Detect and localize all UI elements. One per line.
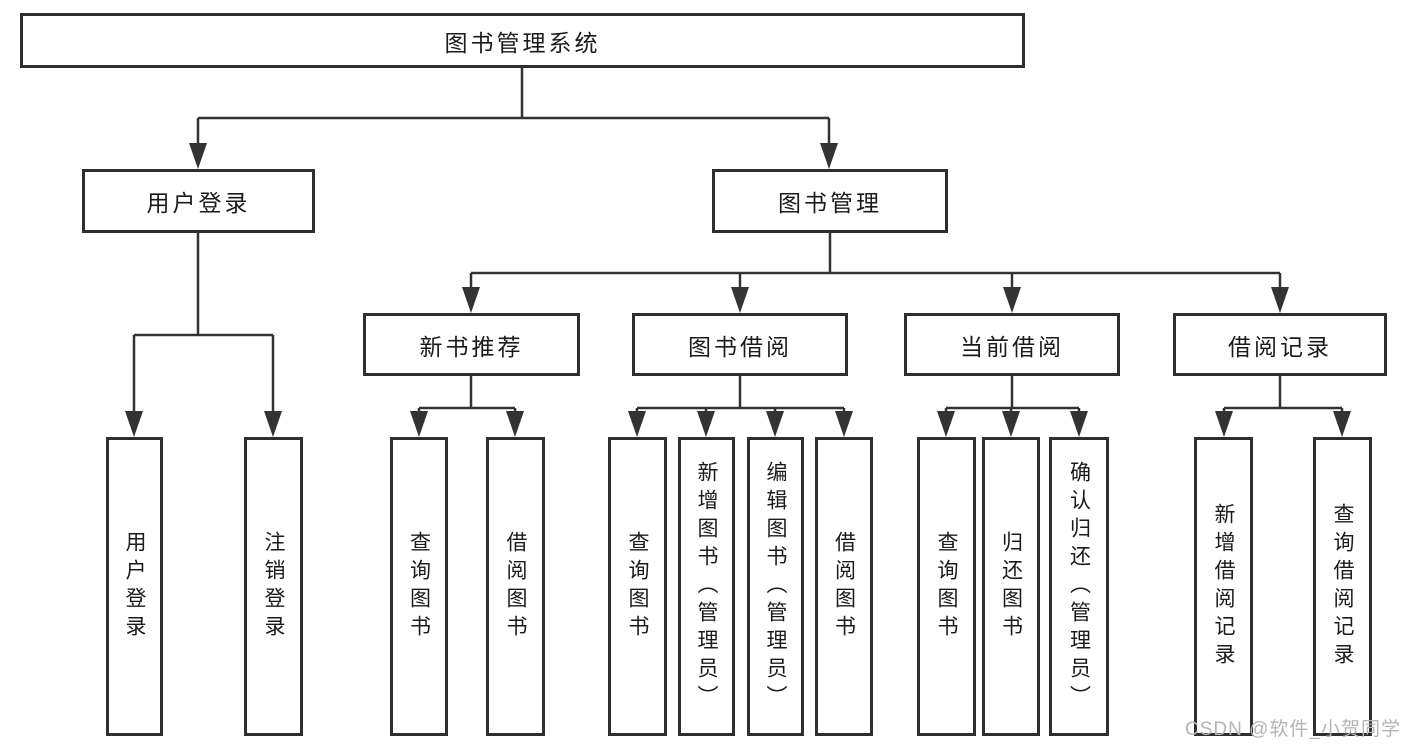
arrow-icon — [264, 411, 282, 437]
node-label: 查询图书 — [935, 530, 958, 643]
node-label: 图书管理 — [778, 190, 882, 216]
arrow-icon — [1333, 411, 1351, 437]
node-query-books-borrow: 查询图书 — [608, 437, 667, 736]
watermark: CSDN @软件_小贺同学 — [1185, 719, 1401, 740]
node-label: 归还图书 — [999, 530, 1023, 643]
arrow-icon — [766, 411, 784, 437]
node-query-books-current: 查询图书 — [917, 437, 976, 736]
node-label: 当前借阅 — [960, 333, 1064, 360]
node-label: 借阅图书 — [832, 530, 856, 643]
arrowheads — [125, 143, 1351, 437]
arrow-icon — [125, 411, 143, 437]
node-return-books: 归还图书 — [982, 437, 1040, 736]
connector-stems — [132, 68, 1344, 418]
node-new-book-recommend: 新书推荐 — [363, 313, 580, 376]
node-book-borrow: 图书借阅 — [632, 313, 848, 376]
arrow-icon — [820, 143, 838, 169]
node-borrow-books-recommend: 借阅图书 — [486, 437, 545, 736]
arrow-icon — [835, 411, 853, 437]
arrow-icon — [1003, 287, 1021, 313]
arrow-icon — [697, 411, 715, 437]
arrow-icon — [1215, 411, 1233, 437]
node-add-borrow-record: 新增借阅记录 — [1194, 437, 1253, 736]
node-user-login: 用户登录 — [82, 169, 315, 233]
node-label: 查询图书 — [626, 530, 649, 643]
arrow-icon — [506, 411, 524, 437]
arrow-icon — [731, 287, 749, 313]
node-label: 查询图书 — [407, 530, 431, 643]
node-label: 新增图书（管理员） — [695, 460, 718, 713]
node-query-borrow-record: 查询借阅记录 — [1313, 437, 1372, 736]
node-edit-books-admin: 编辑图书（管理员） — [747, 437, 804, 736]
node-label: 新增借阅记录 — [1212, 502, 1235, 671]
node-label: 新书推荐 — [419, 333, 524, 360]
node-label: 用户登录 — [123, 530, 146, 643]
node-label: 确认归还（管理员） — [1067, 460, 1091, 713]
node-book-management: 图书管理 — [712, 169, 948, 233]
arrow-icon — [937, 411, 955, 437]
node-label: 图书管理系统 — [444, 29, 601, 56]
node-logout: 注销登录 — [244, 437, 303, 736]
node-label: 图书借阅 — [688, 333, 792, 360]
node-user-login-leaf: 用户登录 — [106, 437, 163, 736]
node-borrow-records: 借阅记录 — [1173, 313, 1387, 376]
node-label: 查询借阅记录 — [1331, 502, 1354, 671]
node-label: 用户登录 — [146, 190, 251, 216]
node-query-books-recommend: 查询图书 — [390, 437, 448, 736]
node-borrow-books: 借阅图书 — [815, 437, 873, 736]
node-label: 注销登录 — [262, 530, 285, 643]
arrow-icon — [462, 287, 480, 313]
node-library-management-system: 图书管理系统 — [20, 13, 1025, 68]
arrow-icon — [189, 143, 207, 169]
arrow-icon — [410, 411, 428, 437]
arrow-icon — [1070, 411, 1088, 437]
node-label: 借阅图书 — [504, 530, 527, 643]
arrow-icon — [1271, 287, 1289, 313]
node-confirm-return-admin: 确认归还（管理员） — [1049, 437, 1109, 736]
node-label: 编辑图书（管理员） — [764, 460, 787, 713]
arrow-icon — [628, 411, 646, 437]
node-label: 借阅记录 — [1228, 333, 1332, 360]
node-current-borrow: 当前借阅 — [904, 313, 1120, 376]
arrow-icon — [1002, 411, 1020, 437]
node-add-books-admin: 新增图书（管理员） — [678, 437, 735, 736]
